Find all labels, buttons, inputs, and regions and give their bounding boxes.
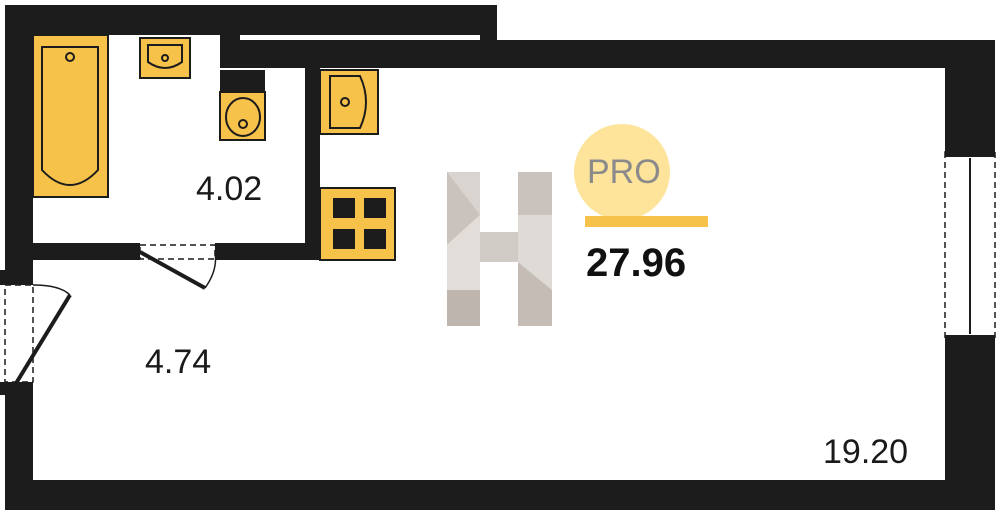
pro-badge-circle xyxy=(574,124,670,220)
living-room-area: 19.20 xyxy=(823,433,909,471)
sink-icon xyxy=(139,37,191,79)
hallway-area: 4.74 xyxy=(145,343,212,381)
brand-logo xyxy=(447,172,552,326)
door-icon xyxy=(139,244,217,290)
bathroom-area: 4.02 xyxy=(196,170,263,208)
kitchen-sink-icon xyxy=(319,69,379,135)
total-area: 27.96 xyxy=(586,241,687,285)
toilet-icon xyxy=(219,70,266,141)
stove-icon xyxy=(319,187,396,261)
pro-badge: PRO xyxy=(587,153,661,191)
bathtub-icon xyxy=(32,34,109,198)
walls xyxy=(0,5,995,510)
door-icon xyxy=(4,284,72,387)
window-icon xyxy=(944,150,996,342)
pro-underline xyxy=(585,216,708,227)
